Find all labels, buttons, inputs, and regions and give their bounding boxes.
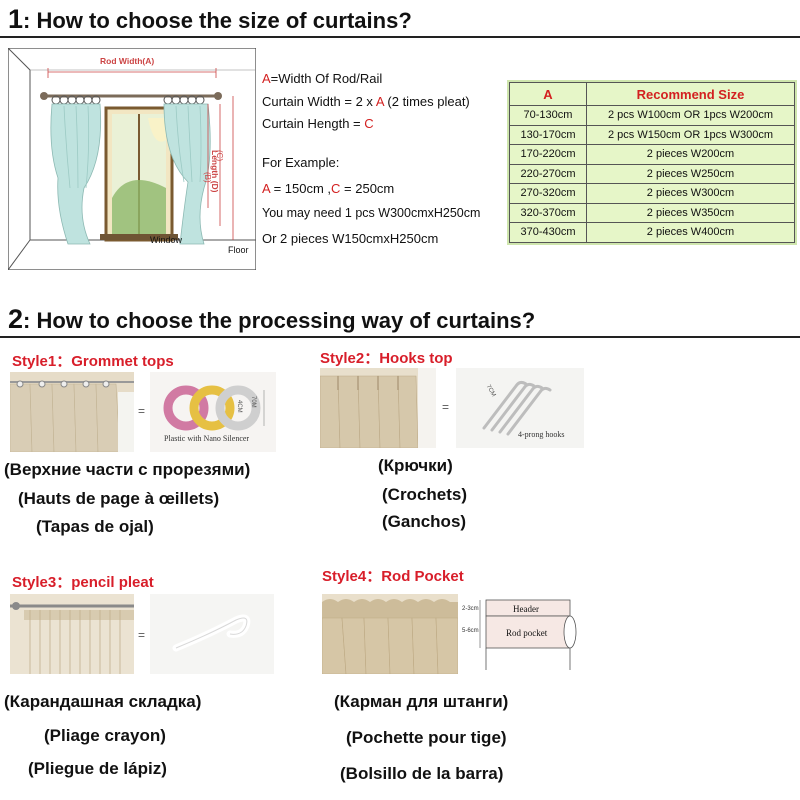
rod-pocket-pocket-label: Rod pocket <box>506 628 548 638</box>
info-may-need: You may need 1 pcs W300cmxH250cm <box>262 206 481 220</box>
table-cell-size: 2 pieces W200cm <box>586 144 795 165</box>
table-cell-a: 130-170cm <box>509 124 587 145</box>
table-cell-size: 2 pieces W400cm <box>586 222 795 243</box>
table-cell-a: 270-320cm <box>509 183 587 204</box>
grommet-caption: Plastic with Nano Silencer <box>164 434 250 443</box>
table-cell-a: 220-270cm <box>509 163 587 184</box>
info-example-c: C <box>331 181 341 196</box>
hooks-curtain-photo <box>320 368 436 448</box>
floor-label: Floor <box>228 245 249 255</box>
grommet-dim-outer: 70M <box>250 396 256 408</box>
pencil-hook-photo <box>150 594 274 674</box>
info-a-letter: A <box>262 71 271 86</box>
info-example-values: A = 150cm ,C = 250cm <box>262 181 394 196</box>
size-table-header-a: A <box>509 82 587 106</box>
info-example-mid: = 150cm , <box>269 181 332 196</box>
info-curtain-height: Curtain Hength = C <box>262 116 374 131</box>
style1-title: Style1：Grommet tops <box>12 353 174 370</box>
rod-pocket-dim-pocket: 5-6cm <box>462 628 479 634</box>
pencil-pleat-curtain-photo <box>10 594 134 674</box>
table-cell-a: 370-430cm <box>509 222 587 243</box>
equal-sign: = <box>138 628 146 642</box>
info-height-text: Curtain Hength = <box>262 116 365 131</box>
c-label: (C) <box>215 150 224 162</box>
style4-title: Style4：Rod Pocket <box>322 568 464 585</box>
table-cell-size: 2 pieces W250cm <box>586 163 795 184</box>
info-or-two: Or 2 pieces W150cmxH250cm <box>262 231 439 246</box>
section-1-number: 1 <box>8 4 24 34</box>
section-2-heading: 2: How to choose the processing way of c… <box>8 304 535 335</box>
equal-sign: = <box>138 404 146 418</box>
section-1-rule <box>0 36 800 38</box>
table-cell-size: 2 pcs W100cm OR 1pcs W200cm <box>586 105 795 126</box>
section-1-title: How to choose the size of curtains? <box>36 8 412 33</box>
style3-translation-fr: (Pliage crayon) <box>44 726 166 745</box>
grommet-curtain-photo <box>10 372 134 452</box>
size-table-header-size: Recommend Size <box>586 82 795 106</box>
info-curtain-width: Curtain Width = 2 x A (2 times pleat) <box>262 94 470 109</box>
info-width-text: Curtain Width = 2 x <box>262 94 376 109</box>
style1-translation-es: (Tapas de ojal) <box>36 517 154 536</box>
table-cell-a: 320-370cm <box>509 202 587 223</box>
size-table-header-row: A Recommend Size <box>509 82 795 106</box>
equal-sign: = <box>442 400 450 414</box>
section-2-title: How to choose the processing way of curt… <box>36 308 536 333</box>
info-a-text: =Width Of Rod/Rail <box>270 71 383 86</box>
window-label: Window <box>150 235 183 245</box>
grommet-rings-photo <box>150 372 276 452</box>
info-example-title: For Example: <box>262 155 340 170</box>
table-cell-size: 2 pcs W150cm OR 1pcs W300cm <box>586 124 795 145</box>
table-cell-a: 170-220cm <box>509 144 587 165</box>
rod-pocket-curtain-photo <box>322 594 458 674</box>
style2-translation-ru: (Крючки) <box>378 456 453 475</box>
table-cell-size: 2 pieces W350cm <box>586 202 795 223</box>
info-width-a: A <box>375 94 384 109</box>
style4-translation-fr: (Pochette pour tige) <box>346 728 507 747</box>
section-1-heading: 1: How to choose the size of curtains? <box>8 4 412 35</box>
b-label: (B) <box>203 172 212 183</box>
hooks-caption: 4-prong hooks <box>518 430 565 439</box>
info-height-c: C <box>364 116 374 131</box>
style4-translation-es: (Bolsillo de la barra) <box>340 764 504 783</box>
style3-translation-ru: (Карандашная складка) <box>4 692 202 711</box>
rod-width-label: Rod Width(A) <box>100 56 155 66</box>
style2-translation-es: (Ganchos) <box>382 512 467 531</box>
section-2-rule <box>0 336 800 338</box>
info-width-suffix: (2 times pleat) <box>383 94 470 109</box>
section-1-colon: : <box>23 8 31 33</box>
info-example-end: = 250cm <box>340 181 395 196</box>
style1-translation-ru: (Верхние части с прорезями) <box>4 460 251 479</box>
info-a-definition: A=Width Of Rod/Rail <box>262 71 382 86</box>
info-example-a: A <box>262 181 270 196</box>
style2-translation-fr: (Crochets) <box>382 485 468 504</box>
table-cell-size: 2 pieces W300cm <box>586 183 795 204</box>
rod-pocket-diagram <box>460 594 584 674</box>
style3-translation-es: (Pliegue de lápiz) <box>28 759 167 778</box>
hooks-photo <box>456 368 584 448</box>
style1-translation-fr: (Hauts de page à œillets) <box>18 489 220 508</box>
curtain-size-diagram <box>8 48 256 270</box>
section-2-colon: : <box>23 308 31 333</box>
section-2-number: 2 <box>8 304 24 334</box>
rod-pocket-dim-header: 2-3cm <box>462 606 479 612</box>
grommet-dim-inner: 4CM <box>236 400 242 413</box>
rod-pocket-header-label: Header <box>513 604 539 614</box>
style4-translation-ru: (Карман для штанги) <box>334 692 509 711</box>
style2-title: Style2：Hooks top <box>320 350 453 367</box>
table-cell-a: 70-130cm <box>509 105 587 126</box>
style3-title: Style3：pencil pleat <box>12 574 154 591</box>
